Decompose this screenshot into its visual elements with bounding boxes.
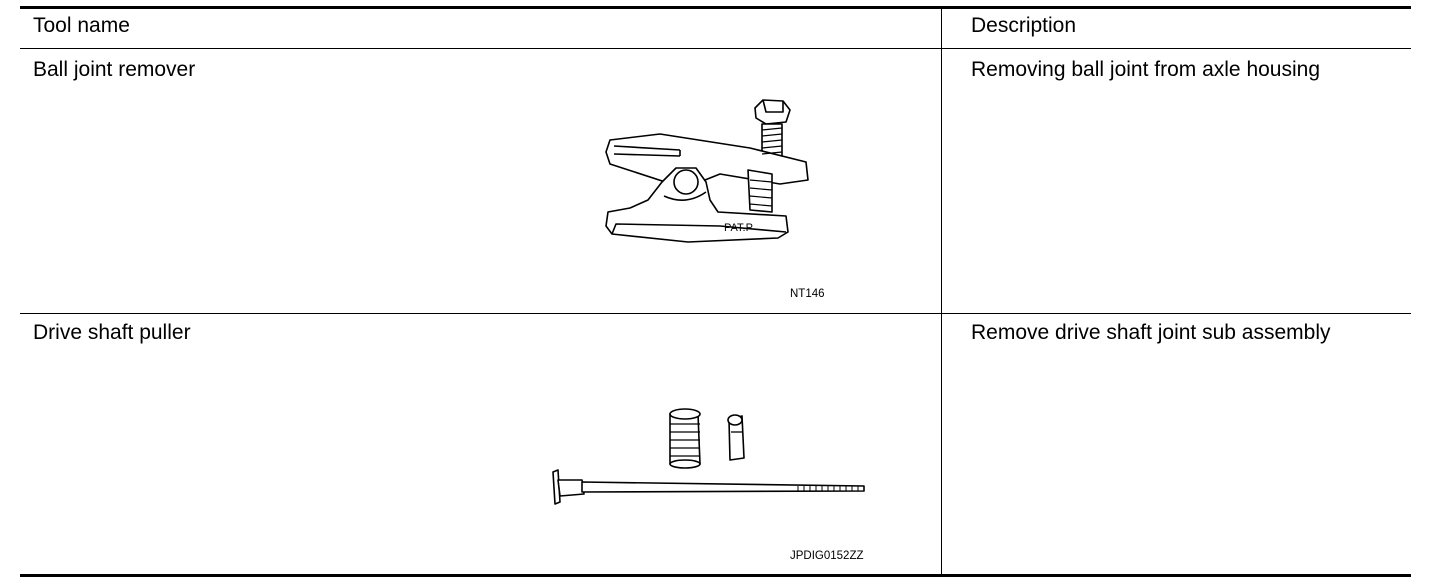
header-tool-name: Tool name <box>33 14 130 37</box>
drive-shaft-puller-icon <box>552 408 865 505</box>
description-cell: Removing ball joint from axle housing <box>971 58 1321 81</box>
row-divider-rule <box>20 313 1411 314</box>
tool-name-cell: Ball joint remover <box>33 58 196 81</box>
description-cell: Remove drive shaft joint sub assembly <box>971 321 1331 344</box>
table-bottom-rule <box>20 574 1411 577</box>
column-divider <box>941 6 942 577</box>
header-description: Description <box>971 14 1077 37</box>
header-bottom-rule <box>20 48 1411 49</box>
figure-code: NT146 <box>790 288 825 300</box>
ball-joint-remover-icon: PAT.P <box>605 99 809 243</box>
tool-marking: PAT.P <box>724 222 753 234</box>
table-top-rule <box>20 6 1411 9</box>
figure-code: JPDIG0152ZZ <box>790 550 864 562</box>
tool-name-cell: Drive shaft puller <box>33 321 191 344</box>
